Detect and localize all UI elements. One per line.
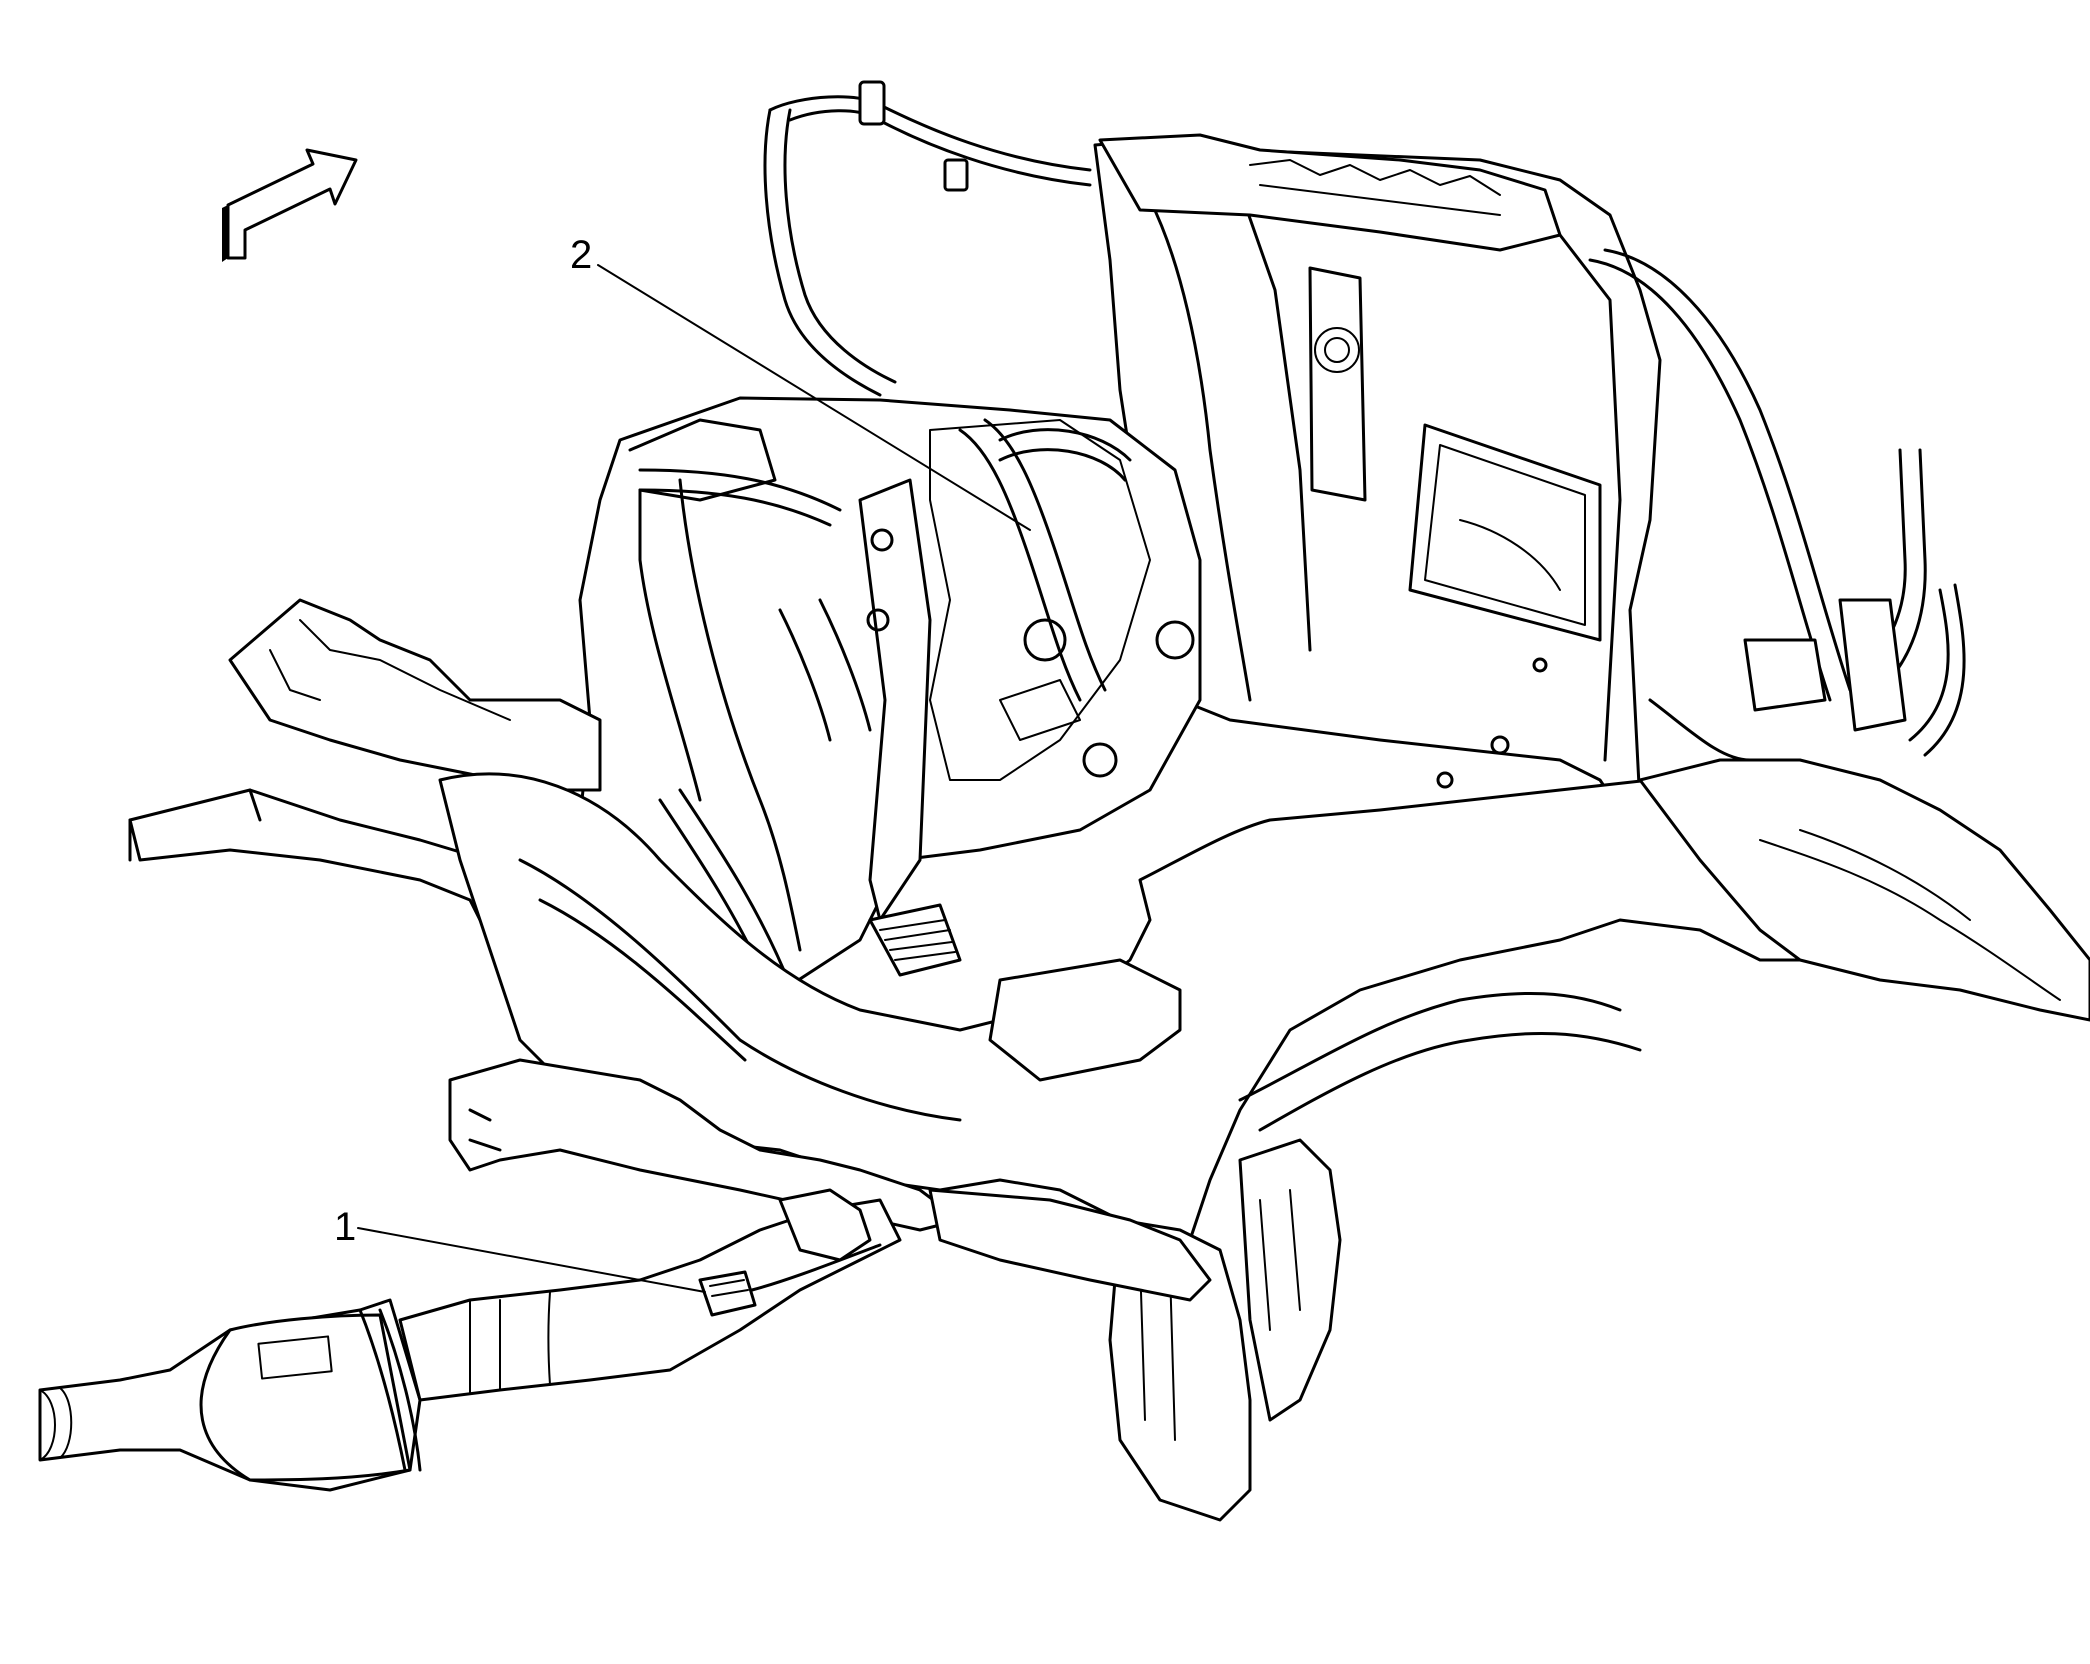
direction-arrow-icon <box>222 148 358 262</box>
callout-2-label: 2 <box>570 233 592 277</box>
hvac-plenum <box>1098 133 1562 252</box>
exhaust-system <box>38 1188 902 1492</box>
frame-crossmember <box>128 598 2090 1522</box>
right-side-harness <box>1588 248 1966 762</box>
callout-1: 1 <box>334 1205 706 1293</box>
callout-1-label: 1 <box>334 1205 356 1249</box>
upper-wire-harness <box>763 80 1092 397</box>
callout-2: 2 <box>570 233 1031 531</box>
engine-assembly <box>578 396 1202 1012</box>
oxygen-sensor-connector <box>698 1243 882 1317</box>
firewall-panel <box>1093 136 1662 812</box>
